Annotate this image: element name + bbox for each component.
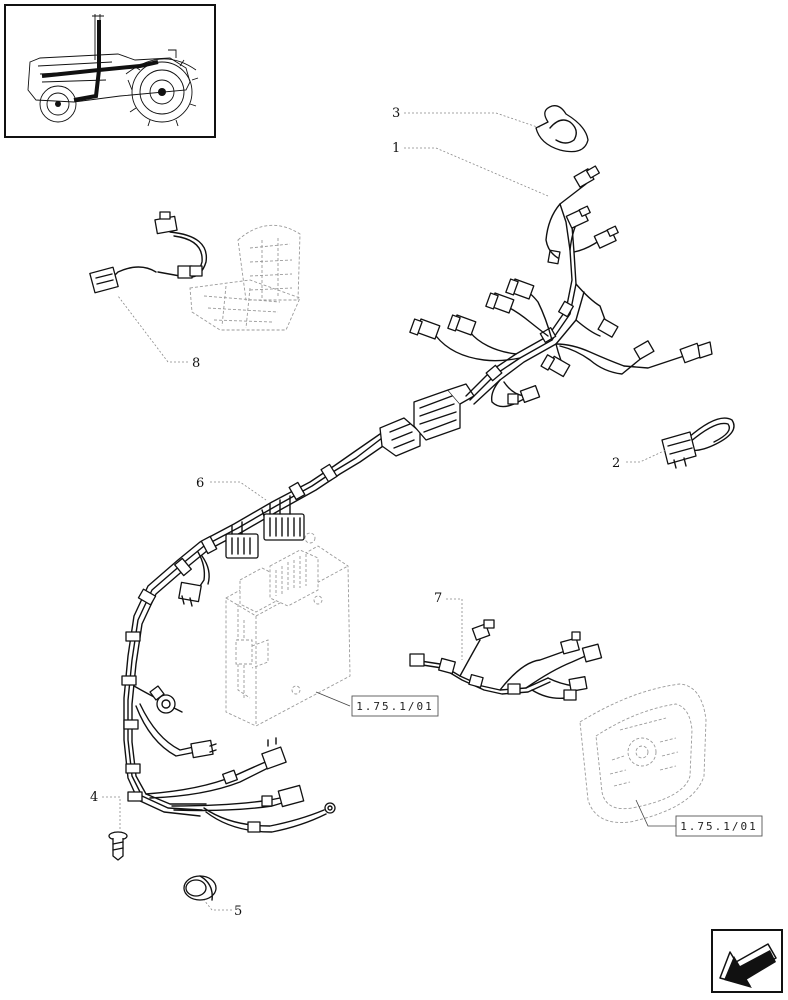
dashboard-ghost (579, 683, 707, 823)
part-1-main-harness[interactable] (121, 165, 713, 817)
callout-5: 5 (234, 904, 242, 919)
harness-lower-branches[interactable] (133, 685, 336, 833)
part-4-screw[interactable] (108, 831, 128, 861)
part-3-clip[interactable] (535, 105, 589, 153)
callout-7: 7 (434, 591, 442, 606)
part-6-ecu-harness-connectors[interactable] (178, 495, 305, 607)
callout-3: 3 (392, 106, 400, 121)
ref-label-ecu: 1.75.1/01 (356, 700, 434, 713)
callout-1: 1 (392, 141, 400, 156)
callout-6: 6 (196, 476, 204, 491)
tractor-thumbnail-icon[interactable] (4, 4, 216, 138)
callout-numbers: 3 1 8 2 6 7 4 5 (90, 106, 620, 919)
ref-box-dashboard[interactable]: 1.75.1/01 (675, 815, 763, 837)
callout-8: 8 (192, 356, 200, 371)
ecu-ghost (225, 532, 351, 727)
callout-2: 2 (612, 456, 620, 471)
callout-4: 4 (90, 790, 98, 805)
ref-box-ecu[interactable]: 1.75.1/01 (351, 695, 439, 717)
part-7-dashboard-harness[interactable] (409, 619, 603, 701)
seat-ghost (189, 224, 301, 331)
part-8-seat-harness[interactable] (89, 211, 208, 294)
previous-page-arrow-icon[interactable] (711, 929, 783, 993)
part-5-grommet[interactable] (183, 875, 217, 901)
part-2-jumper[interactable] (661, 417, 735, 469)
leader-lines (102, 112, 676, 911)
ref-label-dashboard: 1.75.1/01 (680, 820, 758, 833)
